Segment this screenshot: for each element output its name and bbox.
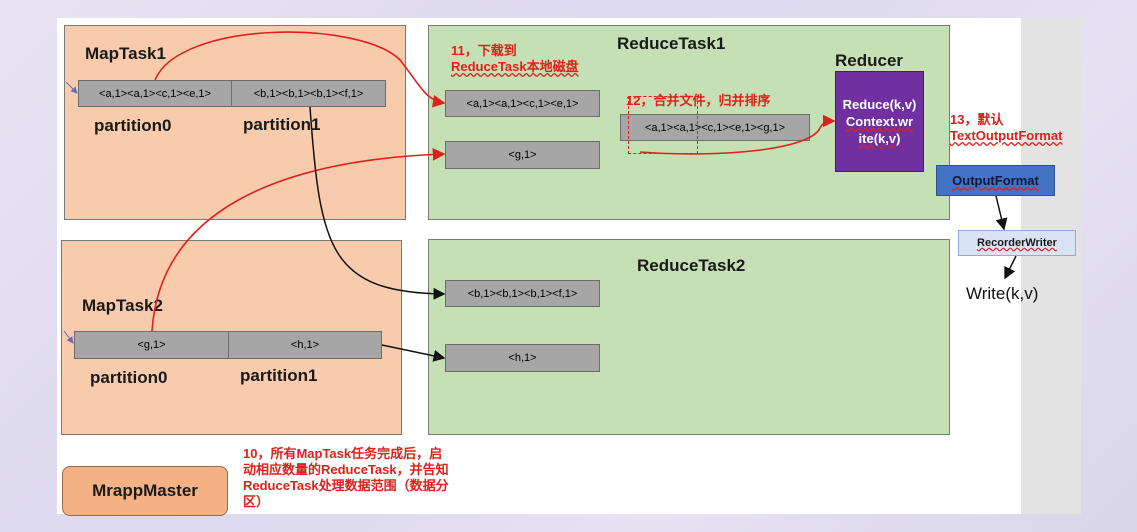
arrow-map1-p1-to-reduce2 xyxy=(309,106,446,300)
reducetask2-cell-0: <b,1><b,1><b,1><f,1> xyxy=(445,280,600,307)
maptask1-box xyxy=(64,25,406,220)
maptask1-cell-0: <a,1><a,1><c,1><e,1> xyxy=(78,80,232,107)
note-step13-line2: TextOutputFormat xyxy=(950,128,1063,143)
write-label: Write(k,v) xyxy=(966,284,1039,303)
reducetask1-merged-cell: <a,1><a,1><c,1><e,1><g,1> xyxy=(620,114,810,141)
reducer-line-2: Context.wr xyxy=(845,114,914,129)
arrow-map1-p0-to-reduce1 xyxy=(154,31,446,108)
maptask1-partition1: partition1 xyxy=(243,115,321,134)
maptask2-cell-1: <h,1> xyxy=(228,331,382,359)
note-step11-line2: ReduceTask本地磁盘 xyxy=(451,59,579,74)
maptask2-cell-0: <g,1> xyxy=(74,331,229,359)
mrapp-master-label: MrappMaster xyxy=(92,481,198,500)
arrow-into-map1 xyxy=(65,81,78,94)
reducer-box: Reduce(k,v) Context.wr ite(k,v) xyxy=(835,71,924,172)
arrow-merge-to-reducer xyxy=(639,114,836,155)
mrapp-master-box: MrappMaster xyxy=(62,466,228,516)
note-step10-line2: 动相应数量的ReduceTask，并告知 xyxy=(243,462,449,477)
side-strip xyxy=(1021,18,1081,514)
reducer-line-3: ite(k,v) xyxy=(858,131,901,146)
reducetask1-cell-1: <g,1> xyxy=(445,141,600,169)
maptask2-title: MapTask2 xyxy=(82,296,163,315)
maptask1-title: MapTask1 xyxy=(85,44,166,63)
reducetask2-box xyxy=(428,239,950,435)
arrow-outputformat-to-recorder xyxy=(995,195,1008,231)
reducetask2-cell-1: <h,1> xyxy=(445,344,600,372)
note-step12: 12，合并文件，归并排序 xyxy=(626,93,771,108)
note-step10-line4: 区） xyxy=(243,494,270,509)
output-format-box: OutputFormat xyxy=(936,165,1055,196)
note-step13: 13，默认 TextOutputFormat xyxy=(950,112,1062,144)
maptask2-partition0: partition0 xyxy=(90,368,168,387)
note-step11-line1: 11，下载到 xyxy=(451,43,517,58)
arrow-map2-p1-to-reduce2 xyxy=(381,344,446,362)
recorder-writer-label: RecorderWriter xyxy=(977,237,1057,249)
output-format-label: OutputFormat xyxy=(952,173,1039,188)
arrow-into-map2 xyxy=(63,330,74,344)
note-step10: 10，所有MapTask任务完成后，启 动相应数量的ReduceTask，并告知… xyxy=(243,446,449,510)
note-step11: 11，下载到 ReduceTask本地磁盘 xyxy=(451,43,579,75)
maptask1-partition0: partition0 xyxy=(94,116,172,135)
recorder-writer-box: RecorderWriter xyxy=(958,230,1076,256)
maptask1-cell-1: <b,1><b,1><b,1><f,1> xyxy=(231,80,386,107)
note-step13-line1: 13，默认 xyxy=(950,112,1004,127)
reducetask2-title: ReduceTask2 xyxy=(637,256,746,275)
maptask2-partition1: partition1 xyxy=(240,366,318,385)
arrow-recorder-to-write xyxy=(1004,255,1017,280)
reducetask1-cell-0: <a,1><a,1><c,1><e,1> xyxy=(445,90,600,117)
reducer-line-1: Reduce(k,v) xyxy=(842,97,917,112)
note-step10-line3: ReduceTask处理数据范围（数据分 xyxy=(243,478,449,493)
note-step10-line1: 10，所有MapTask任务完成后，启 xyxy=(243,446,443,461)
arrow-map2-p0-to-reduce1 xyxy=(151,148,446,332)
reducer-title: Reducer xyxy=(835,51,904,70)
reducetask1-title: ReduceTask1 xyxy=(617,34,726,53)
